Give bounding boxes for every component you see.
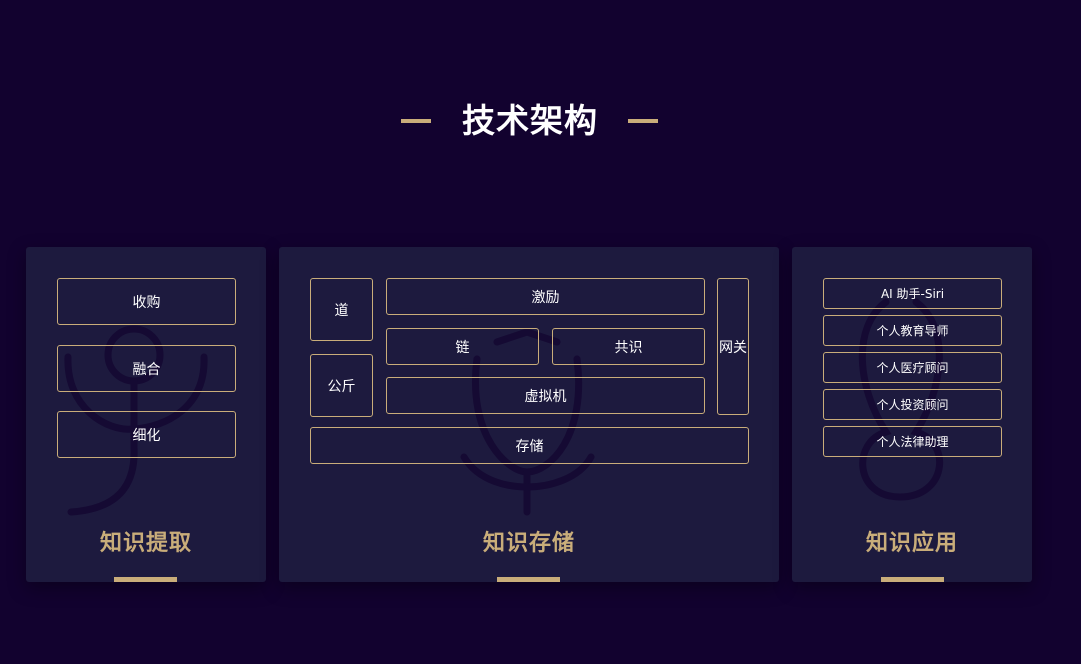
chain-box[interactable]: 链 (386, 328, 539, 365)
panel-accent-bar (881, 577, 944, 582)
education-tutor-box[interactable]: 个人教育导师 (823, 315, 1002, 346)
panel-knowledge-storage: 道 公斤 激励 链 共识 虚拟机 网关 存储 知识存储 (279, 247, 779, 582)
panel-accent-bar (114, 577, 177, 582)
fusion-box[interactable]: 融合 (57, 345, 236, 392)
legal-assistant-box[interactable]: 个人法律助理 (823, 426, 1002, 457)
investment-advisor-box[interactable]: 个人投资顾问 (823, 389, 1002, 420)
panel-knowledge-application: AI 助手-Siri 个人教育导师 个人医疗顾问 个人投资顾问 个人法律助理 知… (792, 247, 1032, 582)
panel-label-storage: 知识存储 (482, 531, 575, 556)
title-dash-left (401, 119, 431, 123)
panel-knowledge-extraction: 收购 融合 细化 知识提取 (26, 247, 266, 582)
panel-label-extraction: 知识提取 (99, 531, 192, 556)
vm-box[interactable]: 虚拟机 (386, 377, 705, 414)
page-title: 技术架构 (462, 101, 598, 140)
acquisition-box[interactable]: 收购 (57, 278, 236, 325)
gateway-box[interactable]: 网关 (717, 278, 749, 415)
medical-advisor-box[interactable]: 个人医疗顾问 (823, 352, 1002, 383)
panel-accent-bar (497, 577, 560, 582)
storage-box[interactable]: 存储 (310, 427, 749, 464)
incentive-box[interactable]: 激励 (386, 278, 705, 315)
dao-box[interactable]: 道 (310, 278, 373, 341)
section-header: 技术架构 (0, 98, 1081, 144)
title-dash-right (628, 119, 658, 123)
consensus-box[interactable]: 共识 (552, 328, 705, 365)
panel-label-application: 知识应用 (865, 531, 958, 556)
ai-assistant-box[interactable]: AI 助手-Siri (823, 278, 1002, 309)
hall-box[interactable]: 公斤 (310, 354, 373, 417)
refinement-box[interactable]: 细化 (57, 411, 236, 458)
